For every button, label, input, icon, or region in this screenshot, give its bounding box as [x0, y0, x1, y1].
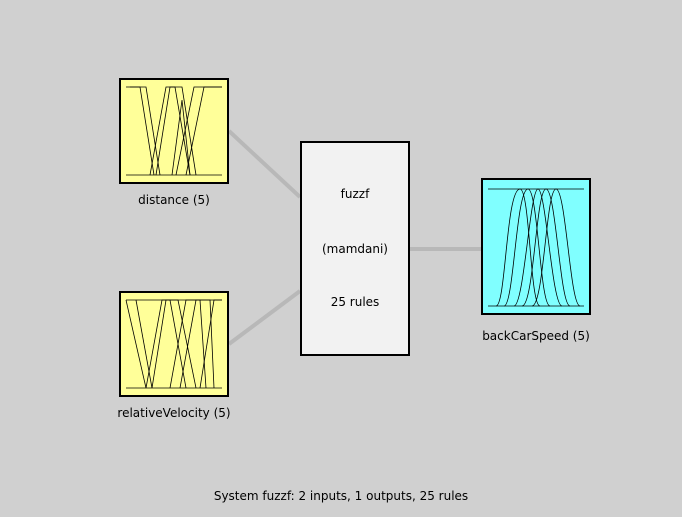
status-bar-text: System fuzzf: 2 inputs, 1 outputs, 25 ru…	[213, 489, 469, 503]
input-distance-label: distance (5)	[138, 193, 210, 207]
connector-relative-velocity	[227, 289, 302, 346]
connector-distance	[227, 129, 302, 199]
system-name: fuzzf	[340, 187, 370, 201]
output-back-car-speed-block[interactable]	[481, 178, 591, 315]
system-rules: 25 rules	[330, 295, 380, 309]
output-back-car-speed-label: backCarSpeed (5)	[482, 329, 590, 343]
input-relative-velocity-label: relativeVelocity (5)	[117, 406, 231, 420]
membership-functions-icon	[125, 299, 222, 389]
membership-functions-icon	[126, 86, 222, 176]
membership-functions-icon	[488, 188, 584, 307]
system-block[interactable]	[300, 141, 410, 356]
input-distance-block[interactable]	[119, 78, 229, 184]
input-relative-velocity-block[interactable]	[119, 291, 229, 397]
system-method: (mamdani)	[321, 242, 388, 256]
